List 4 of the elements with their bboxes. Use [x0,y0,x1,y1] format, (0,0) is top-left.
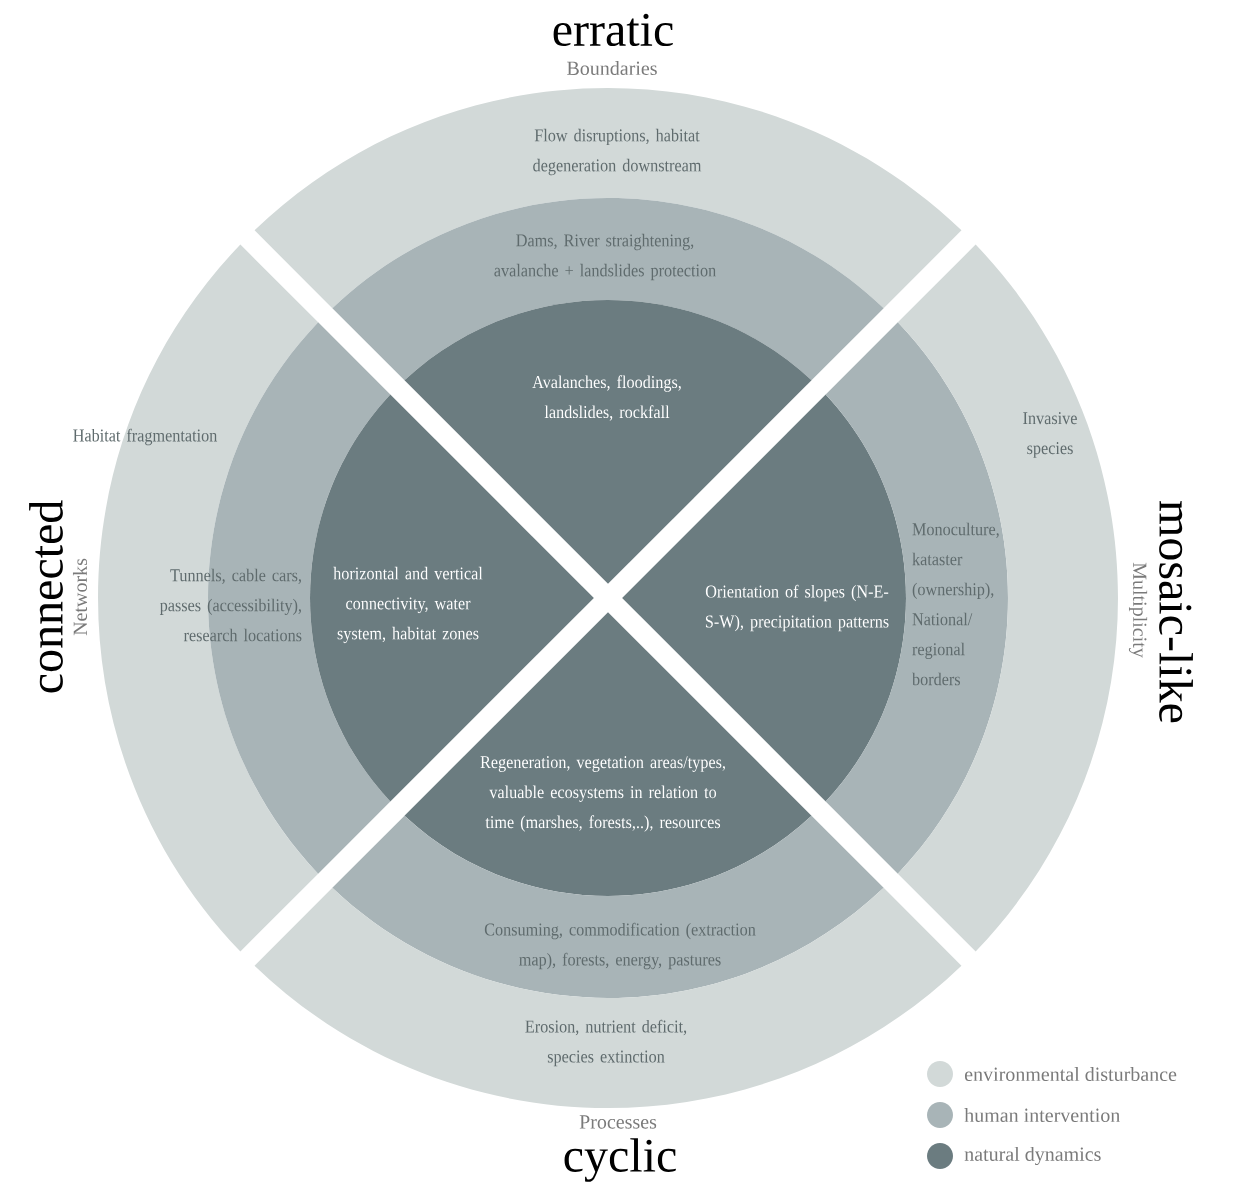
legend-label: environmental disturbance [965,1066,1177,1082]
legend-label: natural dynamics [964,1146,1101,1166]
legend-label: human intervention [964,1107,1120,1123]
heading: cyclic [564,1138,676,1182]
